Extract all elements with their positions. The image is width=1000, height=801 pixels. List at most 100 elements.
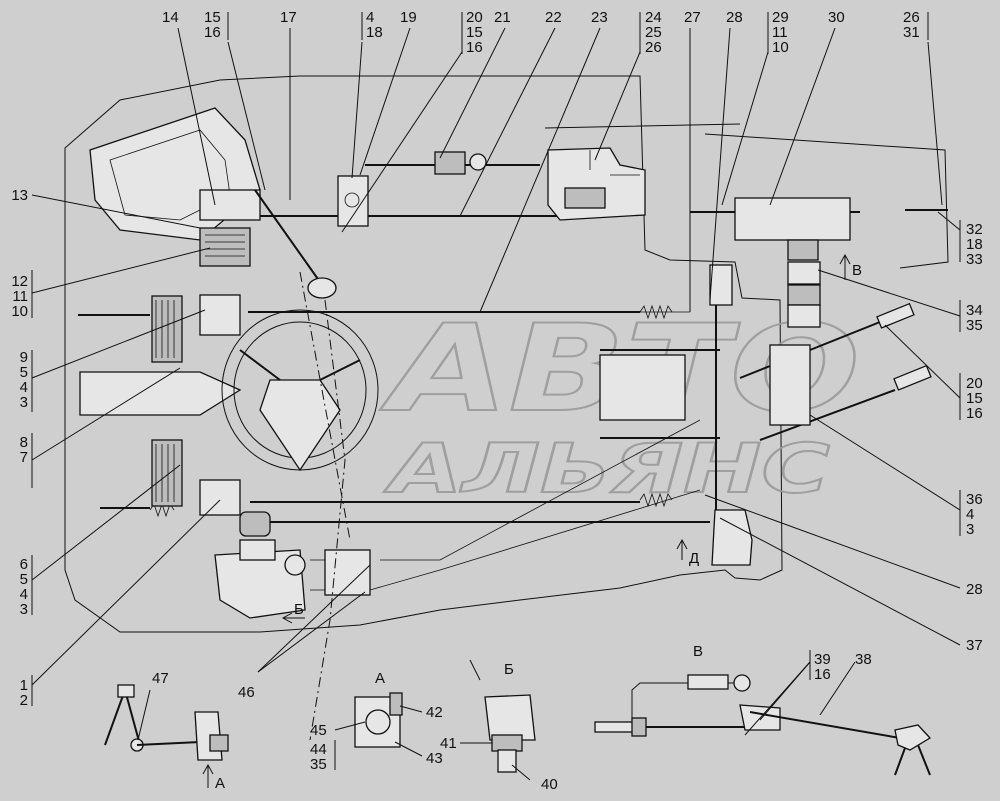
- view-letter-d-arrow: Д: [689, 550, 699, 567]
- view-letter-a-arrow: А: [215, 775, 225, 792]
- callout-number: 20: [466, 9, 483, 26]
- callout-number: 45: [310, 722, 327, 739]
- callout-number: 38: [855, 651, 872, 668]
- callout-number: 43: [426, 750, 443, 767]
- callout-number: 12: [11, 273, 28, 290]
- callout-number: 39: [814, 651, 831, 668]
- callout-c28t: 28: [726, 9, 743, 26]
- callout-number: 4: [366, 9, 374, 26]
- callout-number: 40: [541, 776, 558, 793]
- callout-number: 15: [966, 390, 983, 407]
- callout-c21: 21: [494, 9, 511, 26]
- steering-wheel: [221, 309, 379, 472]
- view-letter-v-arrow: В: [852, 262, 862, 279]
- callout-number: 32: [966, 221, 983, 238]
- callout-number: 3: [966, 521, 974, 538]
- callout-c46: 46: [238, 684, 255, 701]
- callout-number: 21: [494, 9, 511, 26]
- detail-view-v: [594, 674, 932, 776]
- callout-number: 4: [20, 379, 28, 396]
- detail-view-b: [484, 694, 536, 773]
- callout-number: 28: [966, 581, 983, 598]
- right-block: [734, 197, 851, 328]
- callout-c14: 14: [162, 9, 179, 26]
- callout-number: 30: [828, 9, 845, 26]
- callout-number: 27: [684, 9, 701, 26]
- callout-c22: 22: [545, 9, 562, 26]
- callout-number: 18: [366, 24, 383, 41]
- bottom-right-bracket: [711, 509, 753, 566]
- callout-number: 22: [545, 9, 562, 26]
- cab-floor-outline: [64, 75, 783, 633]
- view-title-a: А: [375, 670, 385, 687]
- callout-c28r: 28: [966, 581, 983, 598]
- pedals: [78, 294, 242, 516]
- watermark-line2: АЛЬЯНС: [383, 430, 830, 509]
- callout-number: 42: [426, 704, 443, 721]
- callout-c37: 37: [966, 637, 983, 654]
- callout-number: 6: [20, 556, 28, 573]
- callout-number: 14: [162, 9, 179, 26]
- callout-c43: 43: [426, 750, 443, 767]
- callout-number: 19: [400, 9, 417, 26]
- callout-number: 36: [966, 491, 983, 508]
- callout-number: 11: [772, 24, 788, 41]
- callout-number: 13: [11, 187, 28, 204]
- callout-c17: 17: [280, 9, 297, 26]
- callout-number: 15: [204, 9, 221, 26]
- leader-lines: [31, 12, 961, 781]
- detail-view-a: [354, 692, 403, 748]
- callout-c8: 87: [20, 434, 28, 466]
- callout-number: 41: [440, 735, 457, 752]
- callout-number: 16: [204, 24, 221, 41]
- gearshift-housing: [89, 107, 337, 299]
- callout-number: 4: [20, 586, 28, 603]
- callout-number: 11: [12, 288, 28, 305]
- callout-number: 35: [310, 756, 327, 773]
- callout-number: 44: [310, 741, 327, 758]
- callout-number: 3: [20, 394, 28, 411]
- callout-number: 1: [20, 677, 28, 694]
- callout-number: 16: [466, 39, 483, 56]
- callout-number: 26: [903, 9, 920, 26]
- callout-number: 47: [152, 670, 169, 687]
- callout-number: 15: [466, 24, 483, 41]
- callout-number: 37: [966, 637, 983, 654]
- center-lines: [299, 271, 351, 741]
- callout-c4: 418: [366, 9, 383, 41]
- callout-number: 23: [591, 9, 608, 26]
- view-arrows: [202, 253, 851, 788]
- callout-number: 29: [772, 9, 789, 26]
- callout-number: 17: [280, 9, 297, 26]
- cable-adjuster: [434, 151, 487, 175]
- callout-number: 25: [645, 24, 662, 41]
- callout-number: 31: [903, 24, 920, 41]
- callout-c19: 19: [400, 9, 417, 26]
- right-cylinders: [769, 302, 932, 426]
- callout-c47: 47: [152, 670, 169, 687]
- callout-number: 18: [966, 236, 983, 253]
- callout-number: 10: [772, 39, 789, 56]
- callout-c40: 40: [541, 776, 558, 793]
- callout-number: 24: [645, 9, 662, 26]
- callout-c27: 27: [684, 9, 701, 26]
- vertical-shafts: [599, 264, 733, 520]
- callout-number: 16: [814, 666, 831, 683]
- callout-number: 26: [645, 39, 662, 56]
- callout-c30: 30: [828, 9, 845, 26]
- callout-number: 3: [20, 601, 28, 618]
- callout-number: 10: [11, 303, 28, 320]
- detail-view-47: [104, 684, 229, 761]
